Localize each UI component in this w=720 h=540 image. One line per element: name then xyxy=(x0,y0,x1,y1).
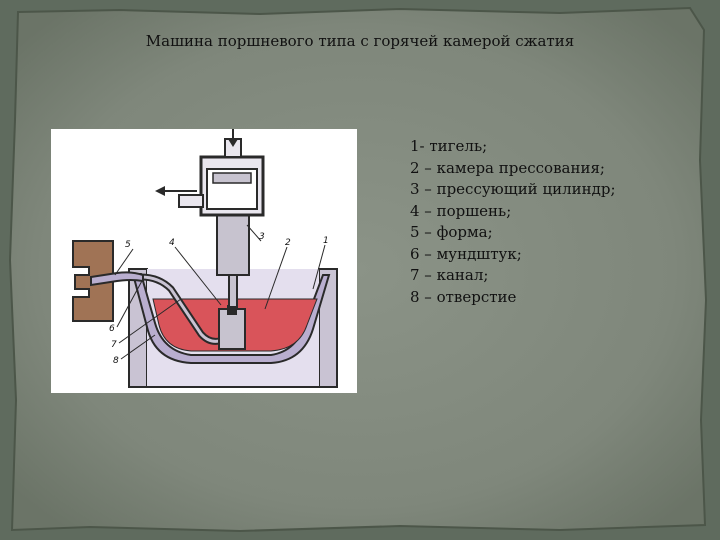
label-6: 6 xyxy=(109,324,115,334)
legend-item: 1- тигель; xyxy=(410,137,488,155)
label-1: 1 xyxy=(323,236,329,246)
legend-item: 6 – мундштук; xyxy=(410,244,522,263)
legend-item: 5 – форма; xyxy=(410,223,493,241)
legend-item: 8 – отверстие xyxy=(410,287,517,306)
slide-title: Машина поршневого типа с горячей камерой… xyxy=(145,32,575,50)
label-2: 2 xyxy=(285,238,291,248)
cylinder-outlet xyxy=(178,194,204,208)
legend-item: 7 – канал; xyxy=(410,266,489,284)
label-8: 8 xyxy=(113,356,119,366)
inlet-arrow-icon xyxy=(228,139,238,147)
outlet-arrow-icon xyxy=(155,186,165,196)
label-5: 5 xyxy=(125,240,131,250)
crucible xyxy=(131,273,331,364)
nozzle xyxy=(90,271,144,287)
legend-item: 4 – поршень; xyxy=(410,201,512,220)
parts-legend: 1- тигель; 2 – камера прессования; 3 – п… xyxy=(410,136,616,308)
legend-item: 3 – прессующий цилиндр; xyxy=(410,180,616,198)
label-4: 4 xyxy=(169,238,175,248)
legend-item: 2 – камера прессования; xyxy=(410,158,605,177)
machine-diagram: 5 4 3 2 1 6 7 8 xyxy=(51,129,357,393)
label-7: 7 xyxy=(111,340,117,350)
label-3: 3 xyxy=(259,232,265,242)
leader-lines xyxy=(114,224,326,360)
support-column xyxy=(216,214,250,276)
machine-diagram-drawing: 5 4 3 2 1 6 7 8 xyxy=(72,129,338,388)
